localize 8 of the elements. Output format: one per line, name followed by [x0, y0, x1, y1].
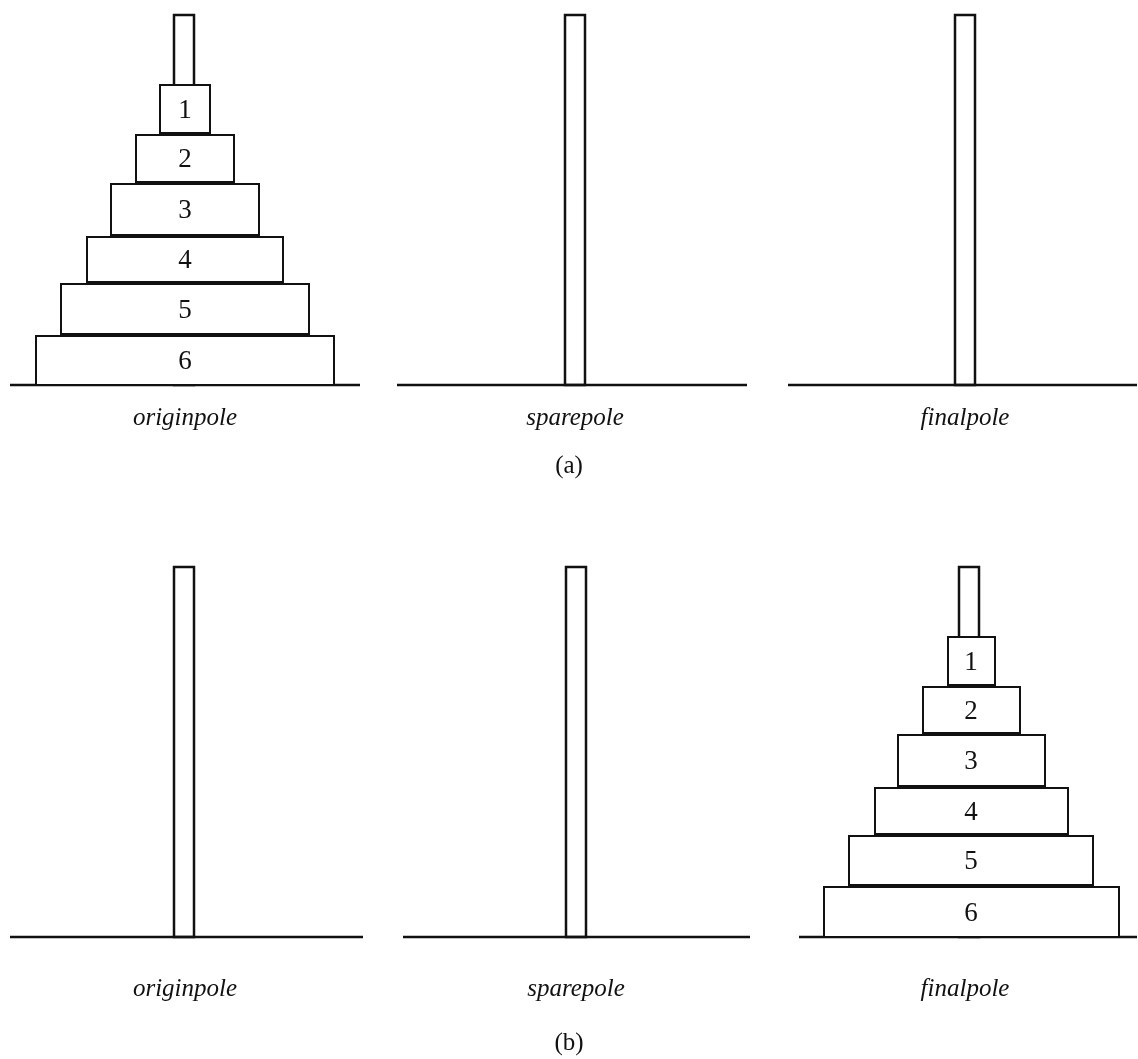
pole-name: sparepole [526, 403, 624, 431]
pole-name: originpole [132, 974, 238, 1002]
pole-name: finalpole [920, 403, 1010, 431]
panel-label: (b) [554, 1028, 584, 1056]
pole-name: sparepole [527, 974, 625, 1002]
pole-name: originpole [132, 403, 238, 431]
panel-label: (a) [555, 451, 583, 479]
pole-name: finalpole [920, 974, 1010, 1002]
